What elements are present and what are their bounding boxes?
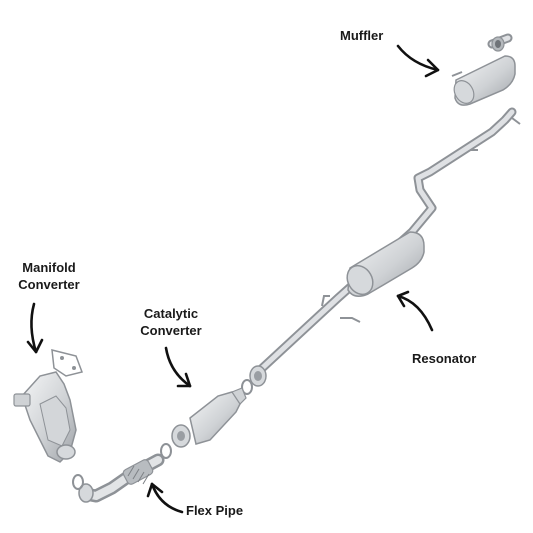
arrow-muffler	[396, 44, 440, 78]
arrow-manifold	[26, 302, 44, 354]
catalytic-converter-part	[160, 387, 247, 459]
resonator-label: Resonator	[412, 351, 477, 366]
flex-pipe-part	[72, 453, 165, 503]
front-joint	[241, 365, 267, 395]
hanger-brackets	[321, 117, 521, 323]
manifold-converter-label-line1: Manifold	[22, 260, 76, 275]
catalytic-converter-label-line2: Converter	[140, 323, 202, 338]
muffler-part	[451, 33, 516, 106]
catalytic-converter-label-line1: Catalytic	[143, 306, 199, 321]
arrow-catalytic	[164, 346, 192, 388]
manifold-converter-part	[13, 349, 83, 463]
manifold-converter-label-line2: Converter	[18, 277, 80, 292]
arrow-resonator	[396, 290, 434, 332]
resonator-part	[346, 231, 425, 297]
muffler-label: Muffler	[340, 28, 384, 43]
arrow-flex-pipe	[146, 482, 184, 514]
flex-pipe-label: Flex Pipe	[186, 503, 244, 518]
